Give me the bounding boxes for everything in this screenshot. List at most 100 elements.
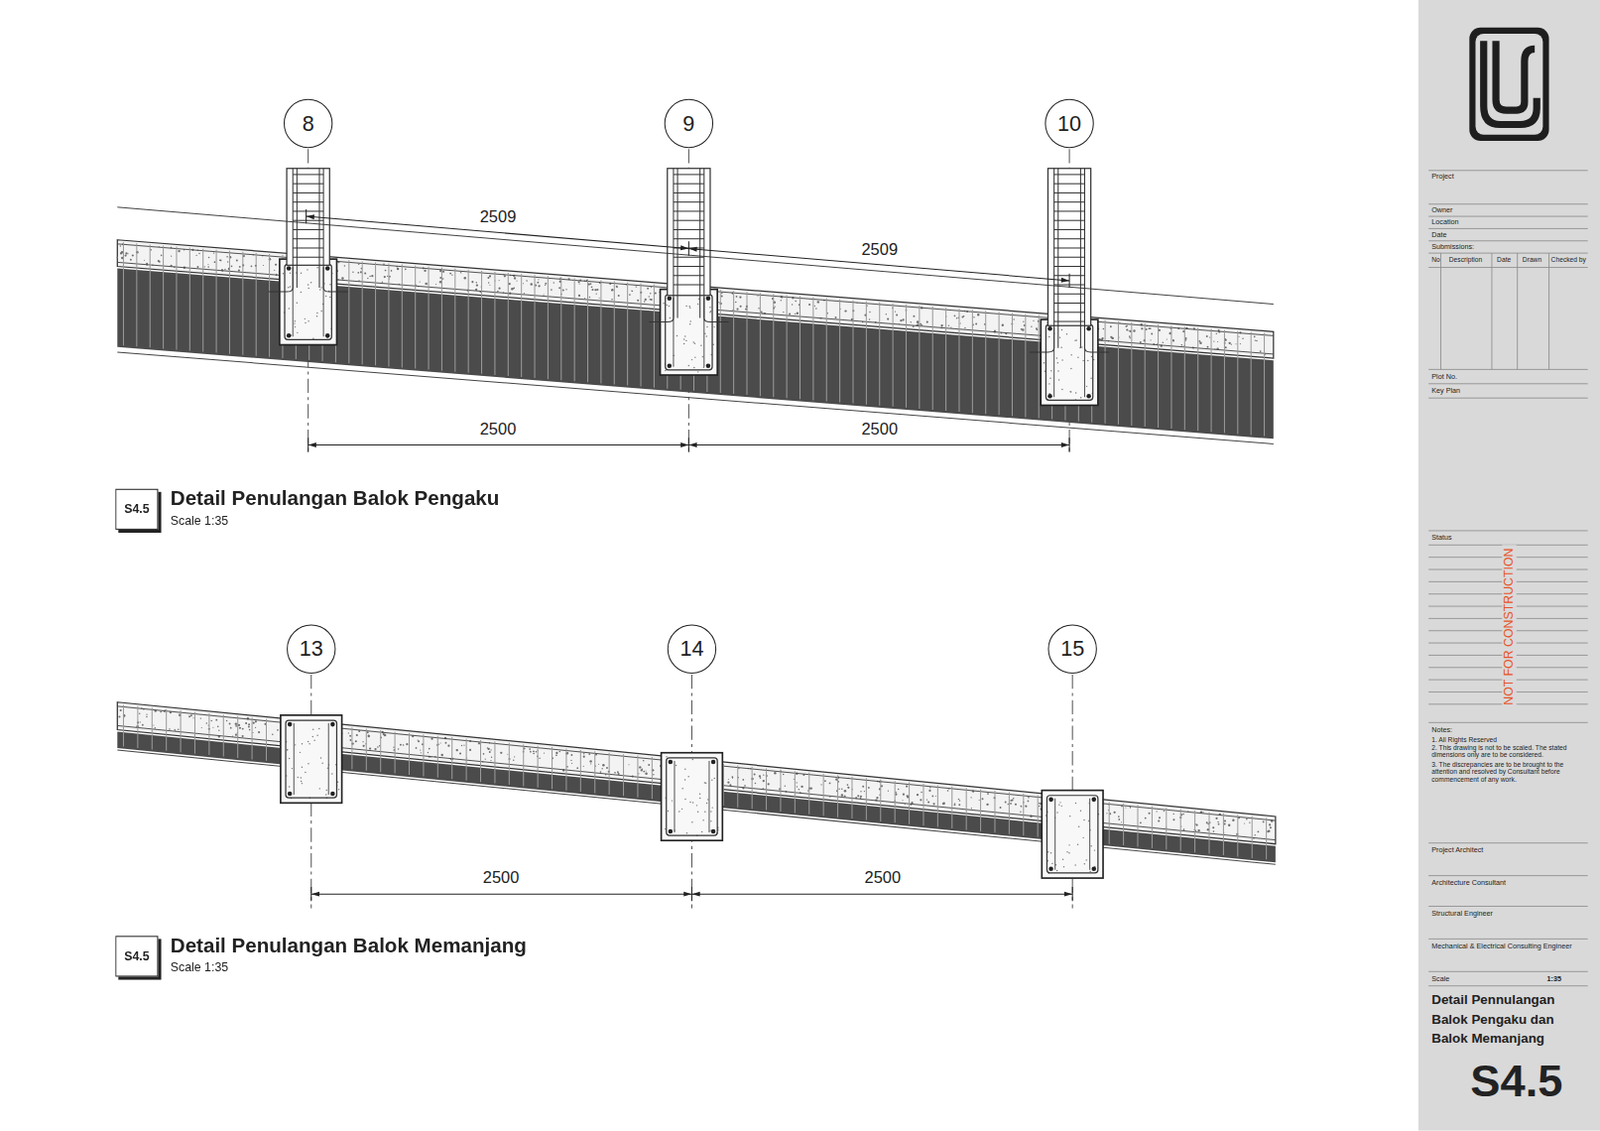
title-block-rule (1428, 842, 1588, 844)
title-block-text: S4.5 (1470, 1055, 1563, 1108)
concrete-speckle (696, 804, 698, 806)
concrete-speckle (689, 307, 691, 309)
stirrup-line (1263, 333, 1265, 437)
concrete-speckle (1253, 336, 1256, 339)
concrete-speckle (287, 286, 289, 288)
stirrup-line (466, 738, 468, 781)
concrete-speckle (710, 310, 712, 312)
stirrup-line (1236, 330, 1238, 434)
table-rule (1440, 252, 1442, 370)
stirrup-line (600, 280, 602, 384)
grid-bubble: 8 (283, 99, 333, 148)
concrete-speckle (1195, 823, 1197, 825)
concrete-speckle (691, 359, 693, 361)
concrete-speckle (699, 793, 701, 795)
concrete-speckle (1102, 337, 1105, 340)
concrete-speckle (1172, 818, 1175, 821)
concrete-speckle (583, 752, 585, 754)
dimension-arrow (1061, 442, 1070, 448)
concrete-speckle (899, 319, 902, 322)
concrete-speckle (697, 303, 699, 305)
stirrup-line (1038, 315, 1040, 419)
concrete-speckle (1237, 336, 1239, 338)
stirrup-line (565, 747, 567, 790)
concrete-speckle (558, 750, 561, 753)
beam-section (1040, 319, 1099, 405)
concrete-speckle (141, 724, 144, 727)
concrete-speckle (926, 320, 929, 323)
concrete-speckle (1262, 820, 1265, 823)
concrete-speckle (344, 264, 346, 266)
concrete-speckle (282, 272, 284, 274)
concrete-speckle (515, 280, 517, 282)
concrete-speckle (590, 762, 592, 764)
concrete-speckle (369, 275, 371, 278)
concrete-speckle (463, 744, 465, 746)
concrete-speckle (1068, 852, 1070, 854)
concrete-speckle (709, 829, 711, 831)
concrete-speckle (760, 310, 763, 313)
concrete-speckle (847, 783, 850, 786)
stirrup-line (374, 261, 376, 366)
stirrup-line (194, 712, 196, 754)
stirrup-line (268, 253, 270, 358)
stirrup-line (351, 727, 353, 769)
concrete-speckle (961, 315, 964, 318)
stirrup-line (839, 299, 841, 403)
concrete-speckle (367, 731, 370, 734)
concrete-speckle (220, 259, 223, 262)
concrete-speckle (1199, 342, 1202, 345)
concrete-speckle (600, 770, 603, 773)
concrete-speckle (743, 784, 746, 787)
concrete-speckle (544, 282, 547, 285)
stirrup-line (1024, 313, 1026, 417)
concrete-speckle (1124, 806, 1126, 808)
concrete-speckle (919, 798, 922, 801)
concrete-speckle (1106, 812, 1108, 814)
rebar-dot (1047, 326, 1053, 332)
concrete-speckle (688, 305, 690, 307)
concrete-speckle (838, 787, 840, 789)
stirrup-line (865, 301, 867, 405)
stirrup-line (737, 765, 739, 808)
concrete-speckle (555, 751, 558, 754)
stirrup-line (468, 269, 470, 373)
concrete-speckle (571, 762, 573, 764)
concrete-speckle (935, 795, 937, 797)
concrete-speckle (668, 305, 670, 307)
concrete-speckle (693, 367, 695, 369)
table-rule (1548, 252, 1550, 370)
stirrup-line (1117, 321, 1119, 425)
grid-number: 8 (302, 111, 315, 136)
bar-hook (648, 317, 729, 322)
concrete-speckle (654, 291, 657, 294)
concrete-speckle (288, 757, 290, 759)
sheet-reference: S4.5 (123, 501, 149, 516)
concrete-speckle (1225, 346, 1228, 349)
concrete-speckle (1084, 862, 1086, 864)
concrete-speckle (510, 287, 513, 290)
concrete-speckle (1239, 343, 1241, 345)
concrete-speckle (887, 790, 889, 792)
concrete-speckle (1059, 801, 1061, 803)
stirrup-line (441, 267, 443, 371)
stirrup-line (387, 263, 389, 368)
title-block-rule (1428, 228, 1588, 230)
concrete-speckle (588, 282, 591, 285)
concrete-speckle (611, 288, 614, 291)
dimension-arrow (308, 442, 317, 448)
concrete-speckle (496, 290, 499, 293)
concrete-speckle (954, 803, 957, 806)
concrete-speckle (193, 717, 195, 719)
concrete-speckle (649, 292, 651, 294)
stirrup-line (980, 789, 982, 832)
dimension-arrow (1064, 891, 1073, 897)
grid-number: 14 (679, 636, 704, 662)
concrete-speckle (235, 722, 238, 725)
concrete-speckle (390, 269, 393, 272)
stirrup-line (751, 766, 753, 809)
concrete-speckle (714, 777, 716, 779)
concrete-speckle (916, 322, 919, 325)
concrete-speckle (316, 735, 318, 737)
title-block-rule (1428, 203, 1588, 205)
